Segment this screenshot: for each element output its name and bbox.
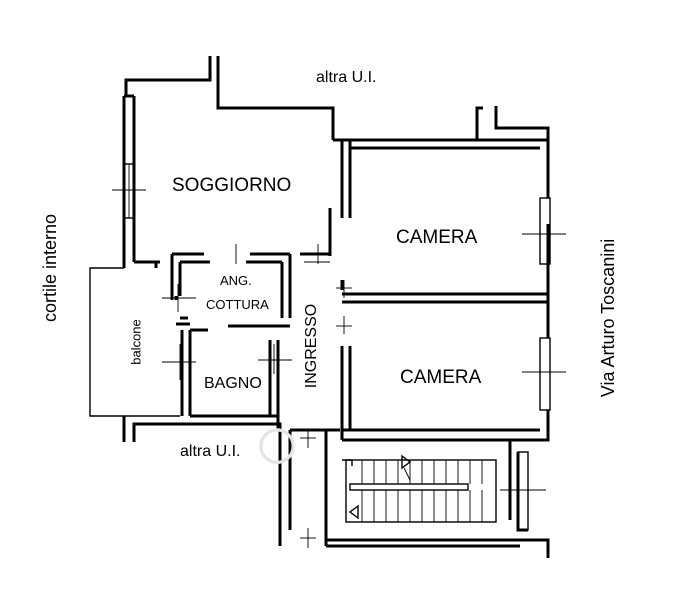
label-street: Via Arturo Toscanini bbox=[598, 238, 618, 398]
label-altra-bottom: altra U.I. bbox=[180, 443, 241, 460]
bottom-left-walls bbox=[122, 416, 340, 546]
window-left bbox=[112, 163, 146, 219]
label-camera-bottom: CAMERA bbox=[400, 367, 482, 388]
label-camera-top: CAMERA bbox=[396, 227, 478, 248]
label-bagno: BAGNO bbox=[204, 375, 262, 392]
label-balcone: balcone bbox=[128, 319, 144, 365]
bedroom-walls bbox=[340, 138, 548, 440]
window-right-top bbox=[522, 197, 566, 265]
entrance-walls bbox=[288, 430, 528, 546]
label-ang: ANG. bbox=[220, 273, 252, 288]
label-cottura: COTTURA bbox=[206, 297, 269, 312]
staircase bbox=[342, 454, 497, 523]
kitchen-walls bbox=[170, 254, 292, 328]
bathroom-walls bbox=[180, 328, 280, 430]
door-marks bbox=[162, 244, 352, 548]
exterior-walls bbox=[122, 56, 550, 442]
watermark-logo: ◯ bbox=[258, 425, 298, 463]
living-walls bbox=[134, 208, 332, 264]
label-ingresso: INGRESSO bbox=[303, 303, 320, 389]
window-right-bottom bbox=[522, 337, 566, 411]
landing-walls bbox=[326, 538, 550, 558]
stair-window bbox=[500, 451, 546, 531]
label-soggiorno: SOGGIORNO bbox=[172, 175, 292, 196]
label-cortile-interno: cortile interno bbox=[40, 213, 60, 323]
label-altra-top: altra U.I. bbox=[316, 69, 377, 86]
